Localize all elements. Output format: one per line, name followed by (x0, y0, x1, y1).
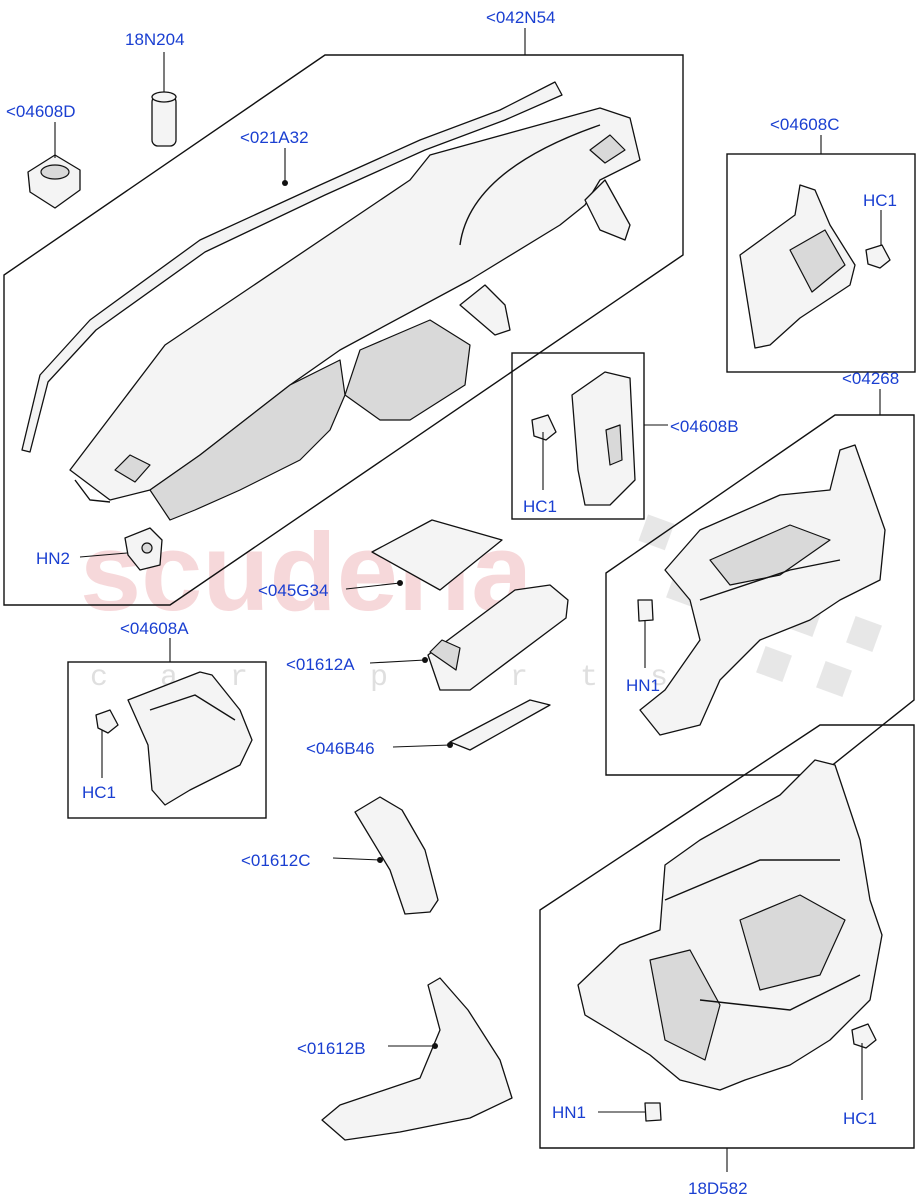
callout-HC1-a[interactable]: HC1 (82, 783, 116, 802)
strip-part-046B46[interactable] (449, 699, 551, 751)
callout-HC1-bottom[interactable]: HC1 (843, 1109, 877, 1128)
leader-01612A (369, 659, 426, 664)
cup-part-04608D[interactable] (27, 154, 81, 209)
cylinder-part-18N204[interactable] (151, 91, 177, 147)
trim-cover-part-04608A[interactable] (127, 671, 253, 806)
group-frame-04268 (605, 414, 915, 776)
trim-part-01612B[interactable] (321, 977, 513, 1141)
nut-HN1-right[interactable] (637, 599, 654, 622)
dot-01612A (422, 657, 428, 663)
group-frame-04608B (511, 352, 645, 520)
group-frame-04608A (67, 661, 267, 819)
callout-01612A[interactable]: <01612A (286, 655, 355, 674)
trim-part-01612C[interactable] (354, 796, 439, 915)
leader-01612C (332, 857, 381, 861)
callout-021A32[interactable]: <021A32 (240, 128, 309, 147)
callout-HC1-b[interactable]: HC1 (523, 497, 557, 516)
callout-HC1-c[interactable]: HC1 (863, 191, 897, 210)
leader-045G34 (345, 582, 401, 590)
callout-18N204[interactable]: 18N204 (125, 30, 185, 49)
clip-HC1-b[interactable] (531, 414, 557, 441)
callout-04608B[interactable]: <04608B (670, 417, 739, 436)
clip-HC1-a[interactable] (95, 709, 119, 734)
dot-045G34 (397, 580, 403, 586)
dot-01612B (432, 1043, 438, 1049)
callout-04268[interactable]: <04268 (842, 369, 899, 388)
bezel-part-04608C[interactable] (739, 184, 856, 349)
callout-18D582[interactable]: 18D582 (688, 1179, 748, 1198)
callout-04608C[interactable]: <04608C (770, 115, 839, 134)
side-trim-part-04608B[interactable] (571, 371, 636, 506)
group-frame-dashboard (3, 54, 684, 606)
leader-046B46 (392, 744, 451, 748)
callout-01612B[interactable]: <01612B (297, 1039, 366, 1058)
clip-HC1-c[interactable] (865, 244, 891, 269)
callout-046B46[interactable]: <046B46 (306, 739, 375, 758)
dot-046B46 (447, 742, 453, 748)
callout-042N54[interactable]: <042N54 (486, 8, 555, 27)
leader-HN2 (79, 552, 128, 558)
dot-021A32 (282, 180, 288, 186)
callout-HN1-right[interactable]: HN1 (626, 676, 660, 695)
nut-HN1-bottom[interactable] (644, 1102, 662, 1122)
callout-04608A[interactable]: <04608A (120, 619, 189, 638)
pad-part-045G34[interactable] (371, 519, 503, 591)
clip-HC1-bottom[interactable] (851, 1023, 877, 1049)
callout-045G34[interactable]: <045G34 (258, 581, 328, 600)
support-frame-part-04268[interactable] (639, 444, 886, 736)
cross-beam-part-18D582[interactable] (577, 759, 883, 1091)
callout-HN1-bottom[interactable]: HN1 (552, 1103, 586, 1122)
dot-01612C (377, 857, 383, 863)
callout-01612C[interactable]: <01612C (241, 851, 310, 870)
trim-strip-021A32[interactable] (21, 81, 563, 453)
callout-HN2[interactable]: HN2 (36, 549, 70, 568)
clip-HN2[interactable] (124, 527, 163, 571)
callout-04608D[interactable]: <04608D (6, 102, 75, 121)
glovebox-part-01612A[interactable] (427, 584, 569, 691)
dashboard-panel[interactable] (69, 107, 641, 521)
group-frame-18D582 (539, 724, 915, 1149)
